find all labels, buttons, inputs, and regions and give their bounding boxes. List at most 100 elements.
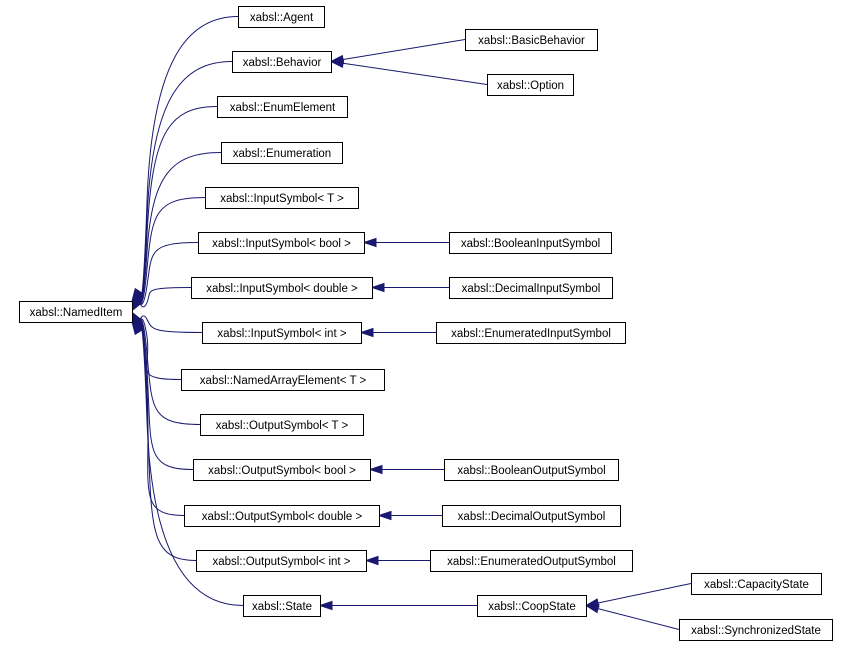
class-label: xabsl::Enumeration [233, 148, 331, 160]
class-label: xabsl::CoopState [488, 601, 576, 613]
class-node-synchronizedstate[interactable]: xabsl::SynchronizedState [679, 619, 833, 641]
class-box [191, 277, 373, 299]
class-box [181, 369, 385, 391]
class-node-nameditem[interactable]: xabsl::NamedItem [19, 301, 133, 323]
class-node-inputsymbol-t[interactable]: xabsl::InputSymbol< T > [205, 187, 359, 209]
class-box [487, 74, 574, 96]
class-node-decimaloutputsymbol[interactable]: xabsl::DecimalOutputSymbol [442, 505, 621, 527]
class-label: xabsl::InputSymbol< bool > [212, 238, 351, 250]
class-node-enumelement[interactable]: xabsl::EnumElement [217, 96, 348, 118]
edge-booleanoutputsymbol-to-outputsymbol-bool [368, 464, 444, 475]
class-box [200, 414, 364, 436]
edge-basicbehavior-to-behavior [329, 39, 466, 65]
arrowhead [131, 320, 143, 336]
class-box [217, 96, 348, 118]
class-node-outputsymbol-t[interactable]: xabsl::OutputSymbol< T > [200, 414, 364, 436]
class-label: xabsl::State [252, 601, 312, 613]
class-box [430, 550, 633, 572]
class-label: xabsl::InputSymbol< T > [220, 193, 344, 205]
class-node-state[interactable]: xabsl::State [243, 595, 321, 617]
edge-line [342, 39, 466, 61]
edge-enumeratedinputsymbol-to-inputsymbol-int [359, 327, 436, 338]
edge-capacitystate-to-coopstate [584, 583, 692, 608]
class-label: xabsl::EnumeratedInputSymbol [451, 328, 611, 340]
class-node-outputsymbol-double[interactable]: xabsl::OutputSymbol< double > [184, 505, 380, 527]
class-box [196, 550, 367, 572]
class-label: xabsl::BasicBehavior [478, 35, 585, 47]
class-node-coopstate[interactable]: xabsl::CoopState [477, 595, 587, 617]
class-box [449, 277, 613, 299]
class-label: xabsl::BooleanOutputSymbol [457, 465, 605, 477]
class-label: xabsl::OutputSymbol< double > [202, 511, 363, 523]
class-node-enumeratedinputsymbol[interactable]: xabsl::EnumeratedInputSymbol [436, 322, 626, 344]
class-box [477, 595, 587, 617]
class-box [19, 301, 133, 323]
edge-synchronizedstate-to-coopstate [584, 604, 680, 630]
class-label: xabsl::SynchronizedState [691, 625, 821, 637]
class-node-enumeration[interactable]: xabsl::Enumeration [221, 142, 343, 164]
edge-decimaloutputsymbol-to-outputsymbol-double [377, 510, 442, 521]
class-node-booleaninputsymbol[interactable]: xabsl::BooleanInputSymbol [449, 232, 612, 254]
edge-coopstate-to-state [318, 600, 477, 611]
class-box [205, 187, 359, 209]
arrowhead [364, 555, 379, 566]
class-label: xabsl::Option [497, 80, 564, 92]
edge-booleaninputsymbol-to-inputsymbol-bool [362, 237, 449, 248]
class-label: xabsl::OutputSymbol< T > [216, 420, 349, 432]
class-node-basicbehavior[interactable]: xabsl::BasicBehavior [465, 29, 598, 51]
class-label: xabsl::InputSymbol< double > [206, 283, 358, 295]
class-label: xabsl::OutputSymbol< int > [212, 556, 350, 568]
class-box [436, 322, 626, 344]
edge-line [597, 583, 692, 604]
class-box [202, 322, 362, 344]
class-label: xabsl::OutputSymbol< bool > [208, 465, 356, 477]
class-node-outputsymbol-bool[interactable]: xabsl::OutputSymbol< bool > [193, 459, 371, 481]
class-node-option[interactable]: xabsl::Option [487, 74, 574, 96]
edge-option-to-behavior [329, 58, 488, 85]
nodes-layer: xabsl::NamedItem xabsl::Agentxabsl::Behav… [19, 6, 833, 641]
edge-outputsymbol-bool-to-nameditem [131, 315, 194, 470]
class-node-outputsymbol-int[interactable]: xabsl::OutputSymbol< int > [196, 550, 367, 572]
arrowhead [359, 327, 374, 338]
arrowhead [377, 510, 392, 521]
edge-line [342, 62, 488, 85]
class-node-enumeratedoutputsymbol[interactable]: xabsl::EnumeratedOutputSymbol [430, 550, 633, 572]
arrowhead [329, 58, 345, 68]
edge-state-to-nameditem [131, 320, 244, 606]
class-label: xabsl::InputSymbol< int > [217, 328, 346, 340]
class-node-decimalinputsymbol[interactable]: xabsl::DecimalInputSymbol [449, 277, 613, 299]
class-box [198, 232, 365, 254]
class-node-inputsymbol-double[interactable]: xabsl::InputSymbol< double > [191, 277, 373, 299]
class-label: xabsl::EnumeratedOutputSymbol [447, 556, 616, 568]
class-node-behavior[interactable]: xabsl::Behavior [232, 51, 332, 73]
class-box [221, 142, 343, 164]
class-node-namedarrayelement-t[interactable]: xabsl::NamedArrayElement< T > [181, 369, 385, 391]
class-label: xabsl::NamedArrayElement< T > [200, 375, 367, 387]
edge-outputsymbol-double-to-nameditem [131, 317, 185, 516]
class-node-inputsymbol-bool[interactable]: xabsl::InputSymbol< bool > [198, 232, 365, 254]
arrowhead [368, 464, 383, 475]
class-box [232, 51, 332, 73]
class-node-capacitystate[interactable]: xabsl::CapacityState [691, 573, 822, 595]
arrowhead [318, 600, 333, 611]
class-box [243, 595, 321, 617]
arrowhead [584, 604, 600, 614]
edge-line [138, 322, 244, 606]
class-label: xabsl::Behavior [243, 57, 322, 69]
class-node-inputsymbol-int[interactable]: xabsl::InputSymbol< int > [202, 322, 362, 344]
class-node-agent[interactable]: xabsl::Agent [238, 6, 325, 28]
class-label: xabsl::EnumElement [230, 102, 336, 114]
edge-line [597, 608, 680, 630]
class-label: xabsl::NamedItem [30, 307, 123, 319]
class-node-booleanoutputsymbol[interactable]: xabsl::BooleanOutputSymbol [444, 459, 619, 481]
edges-layer [131, 16, 692, 630]
class-box [442, 505, 621, 527]
class-box [184, 505, 380, 527]
class-label: xabsl::BooleanInputSymbol [461, 238, 600, 250]
class-box [465, 29, 598, 51]
edge-inputsymbol-double-to-nameditem [131, 287, 192, 313]
class-label: xabsl::DecimalInputSymbol [462, 283, 601, 295]
class-box [193, 459, 371, 481]
arrowhead [362, 237, 377, 248]
